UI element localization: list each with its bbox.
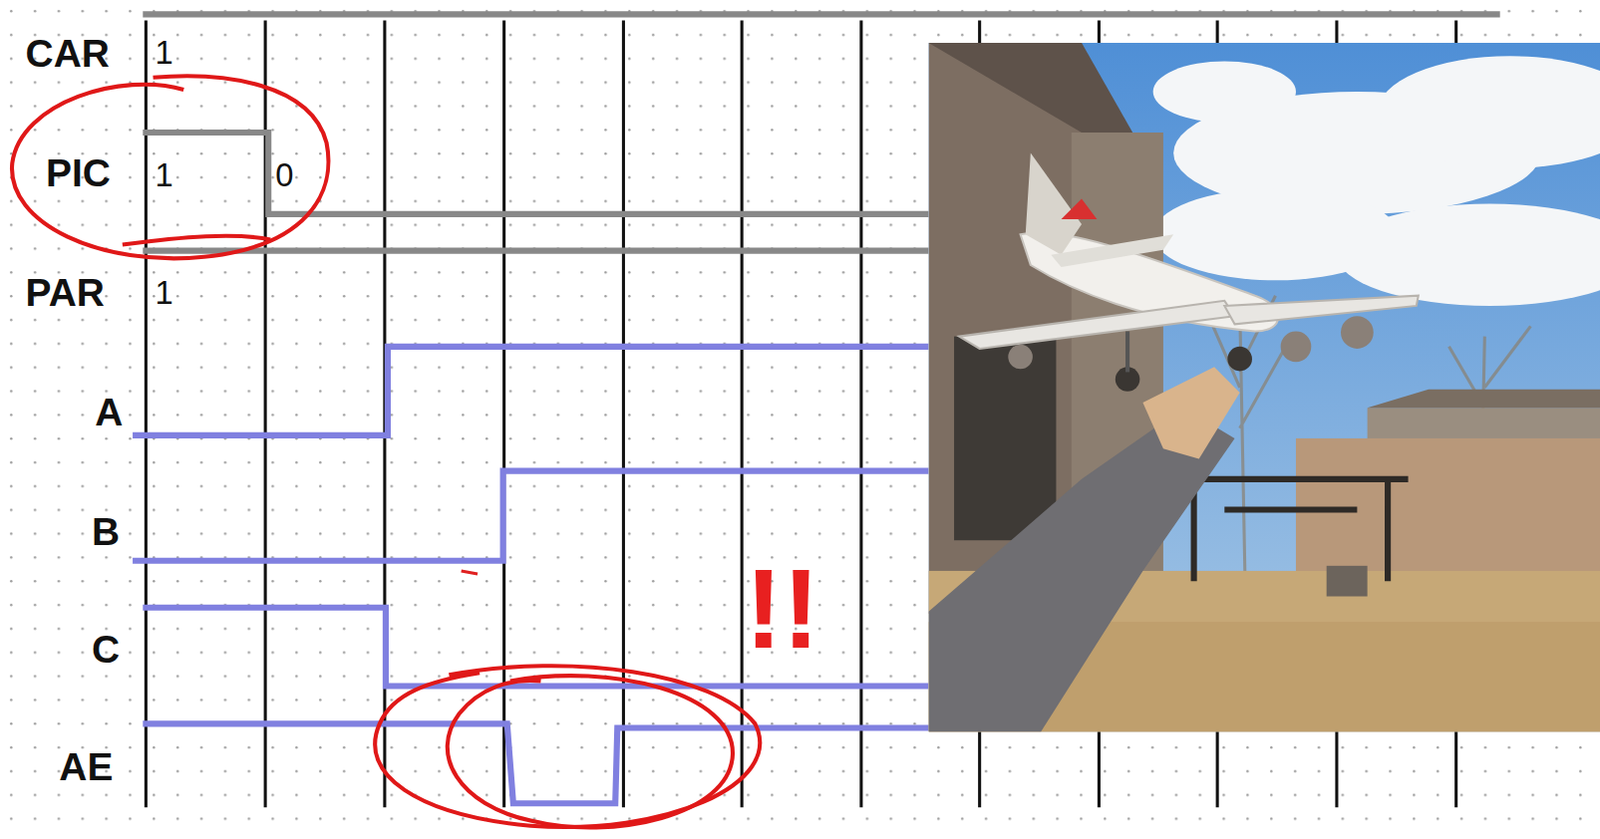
signal-name: A	[94, 392, 123, 432]
signal-value: 1	[155, 36, 174, 70]
signal-name: AE	[58, 747, 113, 787]
signal-name: B	[91, 513, 120, 553]
red-mark	[461, 571, 478, 575]
signal-name: PAR	[25, 273, 105, 313]
signal-name: C	[91, 630, 120, 669]
exclamation-note: !!	[744, 553, 820, 666]
signal-name: PIC	[45, 153, 111, 193]
red-circles	[11, 75, 760, 828]
signal-value: 1	[155, 276, 174, 310]
signal-value: 0	[275, 159, 294, 193]
signal-name: CAR	[25, 33, 110, 73]
signal-value: 1	[155, 159, 174, 193]
airplane-photo	[928, 42, 1600, 733]
